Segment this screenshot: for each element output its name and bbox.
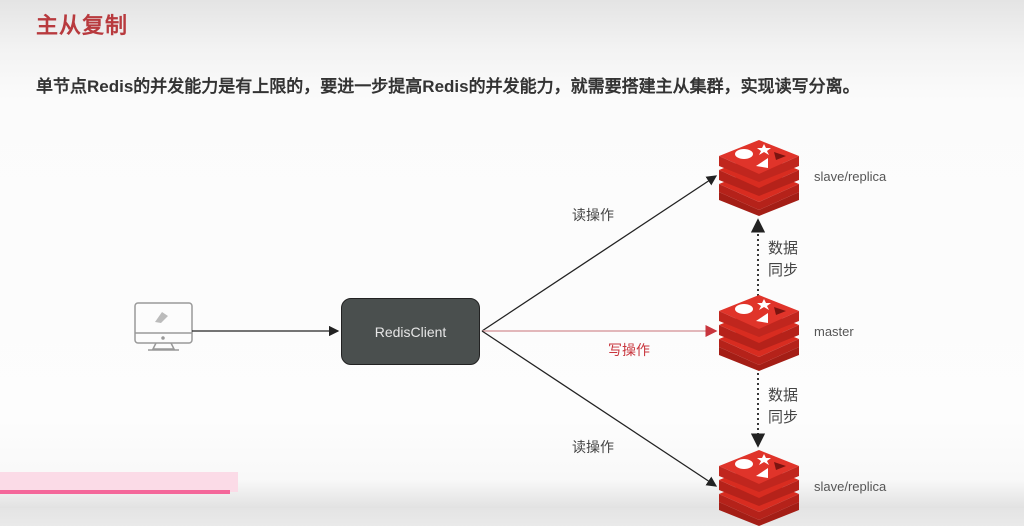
redis-client-box: RedisClient: [341, 298, 480, 365]
write-operation-label: 写操作: [608, 342, 650, 358]
sync-label-top: 数据 同步: [768, 238, 802, 282]
redis-logo-icon: [719, 140, 799, 216]
sync-label-line: 数据: [768, 240, 799, 257]
page-title: 主从复制: [36, 13, 129, 38]
description-text: 单节点Redis的并发能力是有上限的，要进一步提高Redis的并发能力，就需要搭…: [36, 77, 860, 96]
video-progress-buffer: [0, 472, 238, 492]
redis-logo-icon: [719, 295, 799, 371]
slave-replica-label-top: slave/replica: [814, 169, 887, 184]
sync-label-bottom: 数据 同步: [768, 385, 802, 429]
sync-label-line: 同步: [768, 409, 799, 426]
slave-replica-label-bottom: slave/replica: [814, 479, 887, 494]
read-operation-label-top: 读操作: [572, 207, 614, 223]
redis-logo-icon: [719, 450, 799, 526]
video-progress-bar[interactable]: [0, 490, 231, 494]
edge-read-bottom: [481, 330, 718, 487]
sync-label-line: 同步: [768, 262, 799, 279]
redis-client-label: RedisClient: [374, 323, 447, 340]
computer-monitor-icon: [134, 302, 193, 351]
edge-read-top: [481, 175, 718, 332]
read-operation-label-bottom: 读操作: [572, 439, 614, 455]
diagram-canvas: [134, 175, 766, 487]
sync-label-line: 数据: [768, 387, 799, 404]
master-label: master: [814, 324, 854, 339]
